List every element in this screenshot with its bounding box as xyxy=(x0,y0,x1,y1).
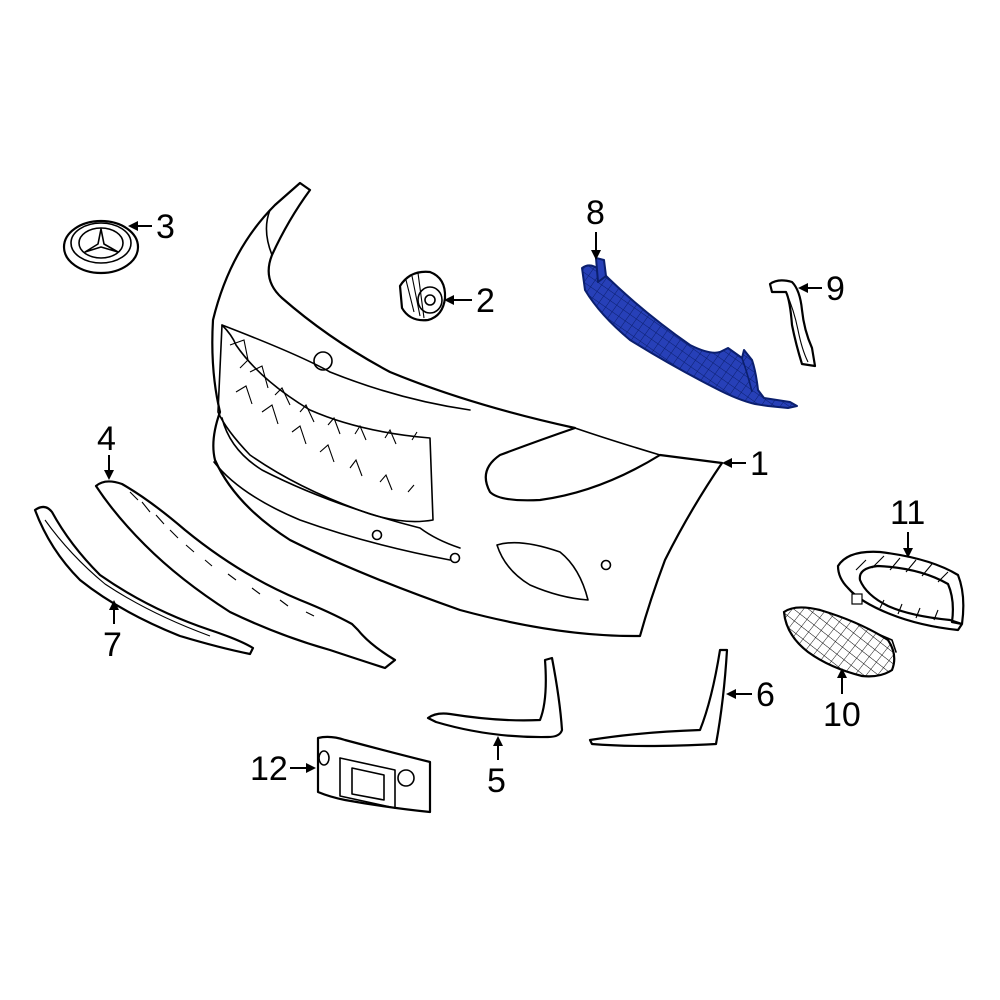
callout-label-10: 10 xyxy=(823,696,861,734)
callout-7: 7 xyxy=(103,600,122,664)
callout-5: 5 xyxy=(487,736,506,800)
callout-label-2: 2 xyxy=(476,282,495,320)
part-12-license-bracket[interactable] xyxy=(316,735,432,814)
callout-3: 3 xyxy=(128,208,175,246)
part-10-mesh-insert[interactable] xyxy=(782,606,897,678)
callout-label-9: 9 xyxy=(826,270,845,308)
part-5-trim-left[interactable] xyxy=(426,656,564,739)
part-4-lower-spoiler[interactable] xyxy=(94,480,397,670)
callout-6: 6 xyxy=(726,676,775,714)
part-3-emblem[interactable] xyxy=(62,219,140,275)
callout-label-1: 1 xyxy=(750,445,769,483)
callout-9: 9 xyxy=(798,270,845,308)
part-9-bracket[interactable] xyxy=(768,279,817,368)
callout-label-6: 6 xyxy=(756,676,775,714)
callout-4: 4 xyxy=(97,420,116,480)
callout-label-12: 12 xyxy=(250,750,288,788)
callout-label-8: 8 xyxy=(586,194,605,232)
part-1-bumper-cover[interactable] xyxy=(211,181,724,638)
part-6-trim-right[interactable] xyxy=(588,648,729,748)
callout-label-3: 3 xyxy=(156,208,175,246)
part-11-frame[interactable] xyxy=(836,550,965,632)
callout-label-11: 11 xyxy=(890,494,925,532)
callout-10: 10 xyxy=(823,668,861,734)
callout-label-7: 7 xyxy=(103,626,122,664)
part-7-molding[interactable] xyxy=(33,505,255,656)
callout-label-4: 4 xyxy=(97,420,116,458)
callout-label-5: 5 xyxy=(487,762,506,800)
callout-12: 12 xyxy=(250,750,316,788)
callout-8: 8 xyxy=(586,194,605,260)
part-8-center-grille[interactable] xyxy=(581,257,798,409)
callout-2: 2 xyxy=(444,282,495,320)
callout-1: 1 xyxy=(722,445,769,483)
part-2-fastener[interactable] xyxy=(398,270,447,322)
callout-11: 11 xyxy=(890,494,925,558)
